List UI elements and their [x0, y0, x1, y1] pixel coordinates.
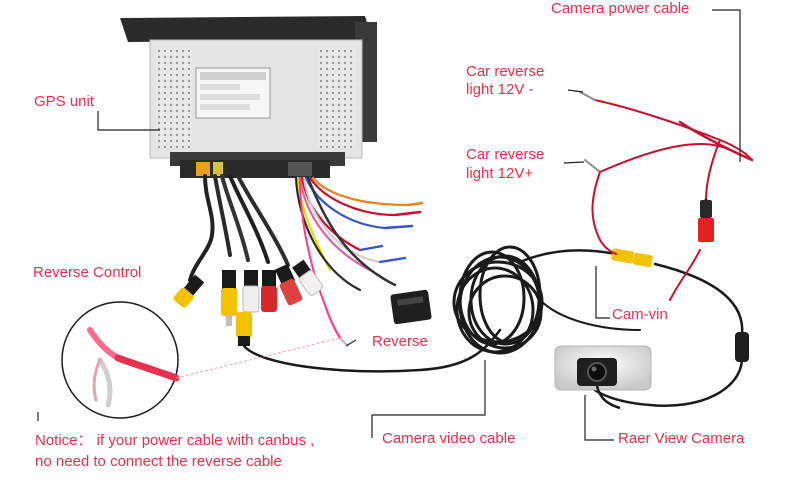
car-reverse-light-neg-label-line1: Car reverse	[466, 63, 545, 80]
rear-view-camera-label: Raer View Camera	[618, 430, 745, 447]
car-reverse-light-pos-label-line2: light 12V+	[466, 165, 534, 182]
inline-filter	[735, 332, 749, 362]
notice-line-1: Notice： if your power cable with canbus …	[35, 432, 315, 449]
camera-power-cable-label: Camera power cable	[551, 0, 690, 17]
reverse-control-label: Reverse Control	[33, 264, 142, 281]
camera-video-cable	[242, 245, 744, 407]
cam-vin-connector	[611, 248, 653, 268]
power-plug	[698, 218, 714, 242]
cam-vin-label: Cam-vin	[612, 306, 668, 323]
reverse-label: Reverse	[372, 333, 428, 350]
harness-connector	[390, 289, 432, 325]
power-plug-socket	[700, 200, 712, 218]
rear-view-camera	[554, 345, 652, 410]
gps-unit	[120, 16, 377, 178]
gps-unit-label: GPS unit	[34, 93, 95, 110]
rca-plugs	[173, 259, 324, 346]
reverse-wire	[323, 304, 349, 347]
camera-power-wires	[579, 91, 754, 301]
camera-video-cable-label: Camera video cable	[382, 430, 516, 447]
leader-lines	[37, 9, 741, 441]
car-reverse-light-neg-label-line2: light 12V -	[466, 81, 534, 98]
reverse-control-magnifier	[61, 301, 341, 419]
wire-tips	[358, 201, 424, 264]
car-reverse-light-pos-label-line1: Car reverse	[466, 146, 545, 163]
notice-line-2: no need to connect the reverse cable	[35, 453, 282, 470]
wire-harness	[188, 174, 410, 306]
